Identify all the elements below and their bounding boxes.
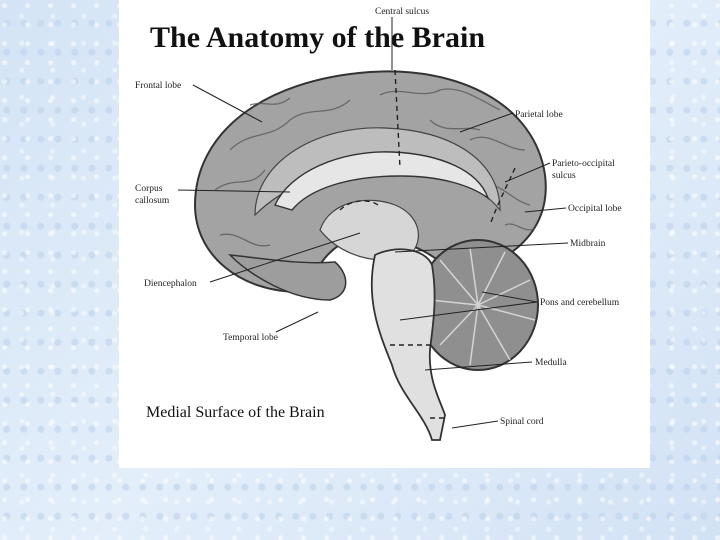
label-midbrain: Midbrain [570,239,606,249]
label-central-sulcus: Central sulcus [375,7,429,17]
label-parieto-occipital-2: sulcus [552,171,576,181]
label-parietal-lobe: Parietal lobe [515,110,563,120]
label-parieto-occipital-1: Parieto-occipital [552,159,615,169]
label-pons-cerebellum: Pons and cerebellum [540,298,620,308]
label-temporal-lobe: Temporal lobe [223,333,278,343]
label-spinal-cord: Spinal cord [500,417,544,427]
label-corpus-callosum-1: Corpus [135,184,163,194]
label-medulla: Medulla [535,358,567,368]
label-corpus-callosum-2: callosum [135,196,170,206]
label-diencephalon: Diencephalon [144,279,197,289]
label-frontal-lobe: Frontal lobe [135,81,181,91]
label-occipital-lobe: Occipital lobe [568,204,622,214]
diagram-caption: Medial Surface of the Brain [146,404,325,422]
